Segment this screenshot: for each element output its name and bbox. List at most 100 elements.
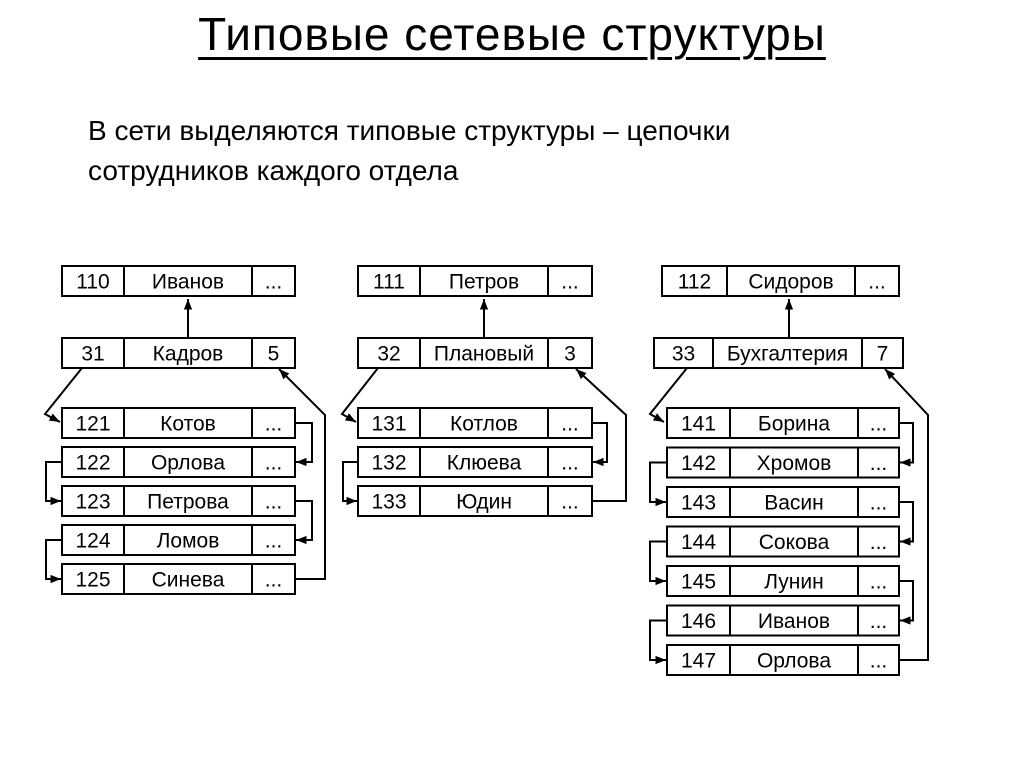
dept-to-first-member-arrow [340, 367, 379, 423]
next-member-link-arrow [649, 461, 667, 507]
employee-id-cell: 133 [371, 491, 406, 514]
employee-id-cell: 143 [681, 492, 716, 515]
employee-id-cell: 141 [681, 413, 716, 436]
record-box [61, 407, 296, 439]
record-box [61, 485, 296, 517]
employee-name-cell: Лунин [764, 571, 823, 594]
more-fields-cell: ... [265, 452, 283, 475]
member-record: 125 Синева... [61, 563, 296, 595]
next-member-link-arrow [592, 422, 608, 467]
record-box [666, 486, 900, 518]
member-record: 146 Иванов... [666, 604, 900, 637]
next-member-link-arrow [342, 461, 358, 506]
dept-id-cell: 32 [377, 343, 400, 366]
more-fields-cell: ... [561, 271, 579, 294]
slide-title: Типовые сетевые структуры [198, 8, 826, 60]
employee-name-cell: Петрова [147, 491, 229, 514]
employee-id-cell: 147 [681, 650, 716, 673]
next-member-link-arrow [649, 619, 667, 665]
dept-id-cell: 33 [672, 343, 695, 366]
employee-id-cell: 112 [678, 271, 711, 294]
employee-name-cell: Хромов [757, 452, 832, 475]
employee-name-cell: Ломов [157, 530, 220, 553]
more-fields-cell: ... [561, 452, 579, 475]
slide-subtitle: В сети выделяются типовые структуры – це… [88, 115, 731, 186]
record-box [61, 265, 296, 297]
employee-name-cell: Иванов [758, 610, 830, 633]
employee-name-cell: Петров [449, 271, 519, 294]
record-box [61, 337, 296, 369]
next-member-link-arrow [899, 422, 914, 467]
employee-id-cell: 122 [75, 452, 110, 475]
employee-id-cell: 124 [75, 530, 110, 553]
employee-name-cell: Котлов [450, 413, 518, 436]
more-fields-cell: ... [265, 530, 283, 553]
more-fields-cell: ... [870, 571, 888, 594]
more-fields-cell: ... [870, 413, 888, 436]
dept-to-first-member-arrow [43, 367, 83, 423]
dept-id-cell: 31 [81, 343, 104, 366]
employee-name-cell: Синева [152, 569, 225, 592]
dept-to-first-member-arrow [648, 367, 688, 423]
employee-id-cell: 111 [373, 271, 405, 294]
department-record: 33 Бухгалтерия 7 [653, 337, 904, 369]
more-fields-cell: ... [265, 413, 283, 436]
member-count-cell: 7 [877, 343, 889, 366]
head-record: 112 Сидоров... [661, 265, 900, 297]
dept-name-cell: Плановый [434, 343, 534, 366]
record-box [61, 446, 296, 478]
record-box [357, 337, 593, 369]
employee-id-cell: 110 [76, 271, 109, 294]
more-fields-cell: ... [870, 610, 888, 633]
member-count-cell: 5 [268, 343, 280, 366]
return-to-department-arrow [278, 368, 326, 580]
record-box [666, 565, 900, 597]
head-record: 110 Иванов... [61, 265, 296, 297]
next-member-link-arrow [295, 500, 313, 545]
more-fields-cell: ... [870, 650, 888, 673]
next-member-link-arrow [295, 422, 313, 467]
more-fields-cell: ... [265, 271, 283, 294]
employee-id-cell: 131 [371, 413, 406, 436]
employee-name-cell: Сидоров [748, 271, 833, 294]
employee-id-cell: 125 [75, 569, 110, 592]
more-fields-cell: ... [265, 491, 283, 514]
record-box [61, 563, 296, 595]
record-box [61, 524, 296, 556]
return-to-department-arrow [884, 368, 929, 661]
member-count-cell: 3 [564, 343, 576, 366]
employee-name-cell: Орлова [757, 650, 831, 673]
employee-id-cell: 146 [681, 610, 716, 633]
employee-name-cell: Юдин [456, 491, 512, 514]
employee-id-cell: 142 [681, 452, 716, 475]
employee-name-cell: Иванов [152, 271, 224, 294]
more-fields-cell: ... [265, 569, 283, 592]
employee-name-cell: Васин [764, 492, 824, 515]
employee-id-cell: 144 [681, 531, 716, 554]
employee-name-cell: Котов [160, 413, 216, 436]
employee-name-cell: Борина [758, 413, 830, 436]
employee-id-cell: 132 [371, 452, 406, 475]
dept-name-cell: Бухгалтерия [727, 343, 848, 366]
record-box [357, 446, 593, 478]
record-box [357, 407, 593, 439]
next-member-link-arrow [649, 540, 667, 586]
more-fields-cell: ... [868, 271, 886, 294]
member-record: 124 Ломов... [61, 524, 296, 556]
head-record: 111 Петров... [357, 265, 593, 297]
member-record: 147 Орлова... [666, 644, 900, 676]
